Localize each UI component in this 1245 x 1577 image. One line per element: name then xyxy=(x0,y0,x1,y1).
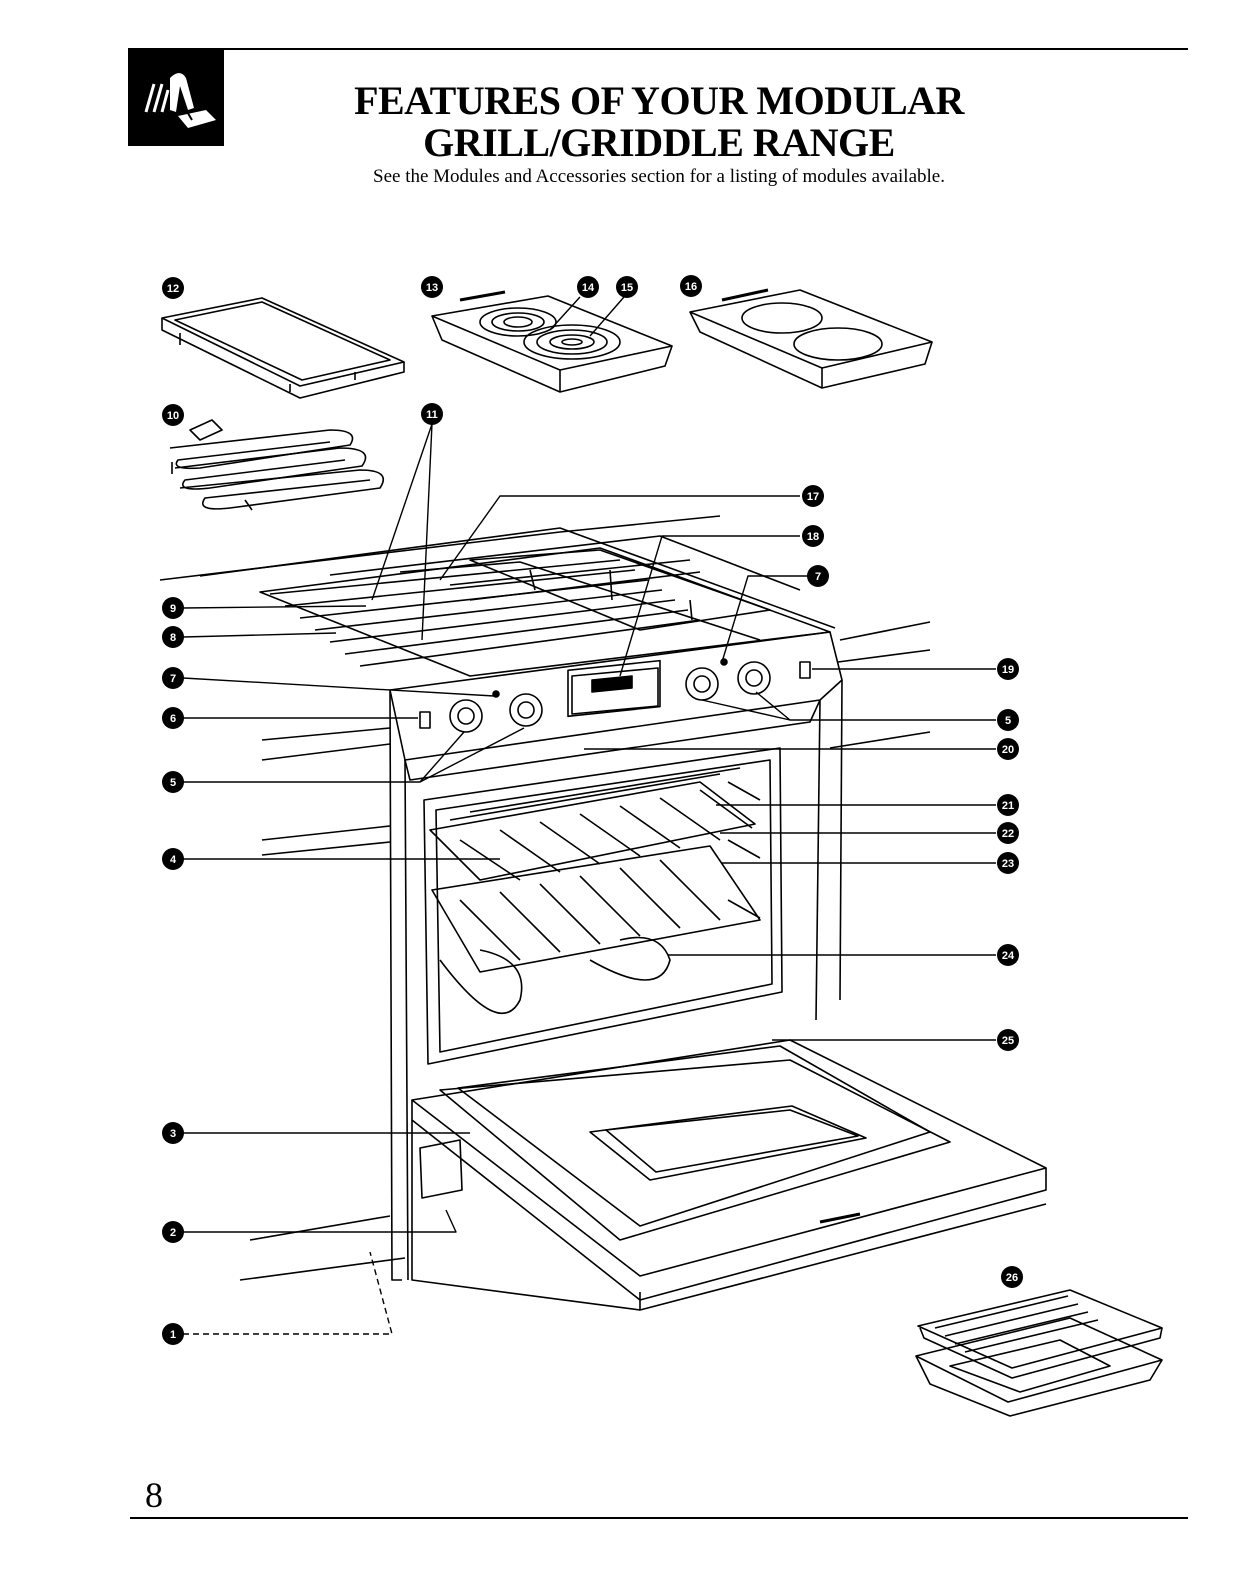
oven-door xyxy=(412,1040,1046,1310)
svg-text:25: 25 xyxy=(1002,1035,1014,1047)
svg-text:5: 5 xyxy=(170,777,176,789)
callout-23: 23 xyxy=(997,852,1019,874)
callout-7-left: 7 xyxy=(162,667,184,689)
bottom-rule xyxy=(130,1517,1188,1519)
svg-text:21: 21 xyxy=(1002,800,1014,812)
callout-5-right: 5 xyxy=(997,709,1019,731)
svg-text:9: 9 xyxy=(170,603,176,615)
callout-26: 26 xyxy=(1001,1266,1023,1288)
svg-text:7: 7 xyxy=(815,571,821,583)
callout-18: 18 xyxy=(802,525,824,547)
control-panel xyxy=(390,632,842,780)
svg-text:19: 19 xyxy=(1002,664,1014,676)
svg-text:14: 14 xyxy=(582,282,595,294)
svg-text:6: 6 xyxy=(170,713,176,725)
svg-text:11: 11 xyxy=(426,409,438,421)
grill-element xyxy=(170,420,383,510)
callout-14: 14 xyxy=(577,276,599,298)
callout-24: 24 xyxy=(997,944,1019,966)
callout-3: 3 xyxy=(162,1122,184,1144)
svg-text:8: 8 xyxy=(170,632,176,644)
callout-4: 4 xyxy=(162,848,184,870)
coil-element-module xyxy=(432,292,672,392)
svg-text:15: 15 xyxy=(621,282,633,294)
svg-text:26: 26 xyxy=(1006,1272,1018,1284)
svg-text:2: 2 xyxy=(170,1227,176,1239)
svg-text:20: 20 xyxy=(1002,744,1014,756)
callout-9: 9 xyxy=(162,597,184,619)
svg-text:16: 16 xyxy=(685,281,697,293)
page-number: 8 xyxy=(145,1476,163,1514)
callout-2: 2 xyxy=(162,1221,184,1243)
callout-11: 11 xyxy=(421,403,443,425)
svg-text:1: 1 xyxy=(170,1329,176,1341)
callout-5-left: 5 xyxy=(162,771,184,793)
svg-text:3: 3 xyxy=(170,1128,176,1140)
callout-16: 16 xyxy=(680,275,702,297)
griddle-module xyxy=(162,298,404,398)
svg-text:18: 18 xyxy=(807,531,819,543)
svg-text:5: 5 xyxy=(1005,715,1011,727)
svg-text:22: 22 xyxy=(1002,828,1014,840)
callout-13: 13 xyxy=(421,276,443,298)
callout-12: 12 xyxy=(162,277,184,299)
svg-text:13: 13 xyxy=(426,282,438,294)
radiant-cooktop-module xyxy=(690,290,932,388)
callout-7-right: 7 xyxy=(807,565,829,587)
callout-6: 6 xyxy=(162,707,184,729)
svg-text:7: 7 xyxy=(170,673,176,685)
callout-15: 15 xyxy=(616,276,638,298)
broiler-pan xyxy=(916,1290,1162,1416)
callout-10: 10 xyxy=(162,404,184,426)
callout-17: 17 xyxy=(802,485,824,507)
svg-text:24: 24 xyxy=(1002,950,1015,962)
cooktop-surface xyxy=(160,516,835,676)
callouts: 1 2 3 4 5 6 7 8 9 10 11 12 13 14 15 16 1… xyxy=(162,275,1023,1345)
svg-text:17: 17 xyxy=(807,491,819,503)
callout-8: 8 xyxy=(162,626,184,648)
callout-25: 25 xyxy=(997,1029,1019,1051)
svg-text:4: 4 xyxy=(170,854,177,866)
oven-cavity xyxy=(424,748,782,1064)
callout-20: 20 xyxy=(997,738,1019,760)
callout-19: 19 xyxy=(997,658,1019,680)
callout-21: 21 xyxy=(997,794,1019,816)
callout-22: 22 xyxy=(997,822,1019,844)
callout-1: 1 xyxy=(162,1323,184,1345)
svg-text:23: 23 xyxy=(1002,858,1014,870)
svg-text:10: 10 xyxy=(167,410,179,422)
svg-text:12: 12 xyxy=(167,283,179,295)
